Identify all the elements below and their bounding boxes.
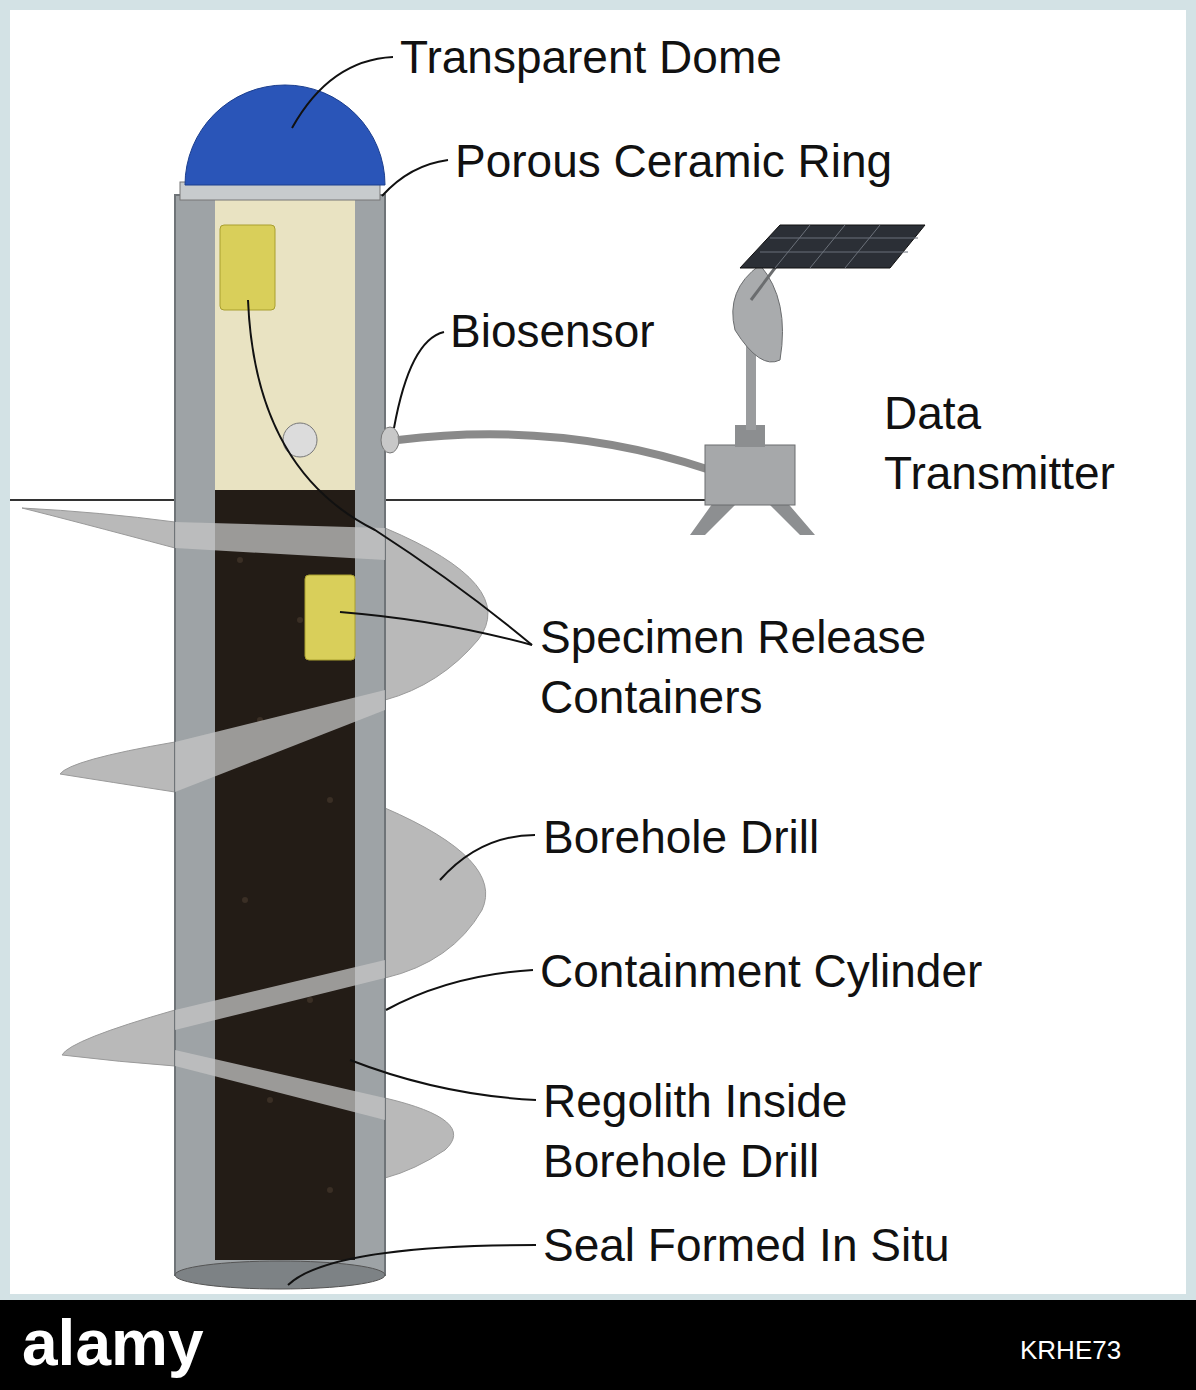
part-label: Borehole Drill [543, 808, 819, 868]
part-label: Specimen Release Containers [540, 608, 1080, 728]
regolith [215, 490, 355, 1260]
containment-cylinder [175, 195, 385, 1275]
biosensor-port [381, 427, 399, 453]
auger-front [175, 522, 385, 1120]
part-label: Porous Ceramic Ring [455, 132, 892, 192]
leader-lines [248, 57, 536, 1285]
part-label: Data Transmitter [884, 384, 1184, 504]
part-label: Biosensor [450, 302, 655, 362]
part-label: Transparent Dome [400, 28, 782, 88]
seal [175, 1261, 385, 1289]
cable [398, 434, 710, 470]
watermark: alamy [22, 1305, 203, 1382]
bottom-bar [0, 1300, 1196, 1390]
specimen-container [220, 225, 275, 310]
image-id: KRHE73 [1020, 1335, 1121, 1366]
part-label: Seal Formed In Situ [543, 1216, 950, 1276]
part-label: Containment Cylinder [540, 942, 982, 1002]
panel [10, 10, 1186, 1294]
dome [185, 85, 385, 185]
specimen-container [305, 575, 355, 660]
frame [0, 0, 1196, 1300]
part-label: Regolith Inside Borehole Drill [543, 1072, 973, 1192]
